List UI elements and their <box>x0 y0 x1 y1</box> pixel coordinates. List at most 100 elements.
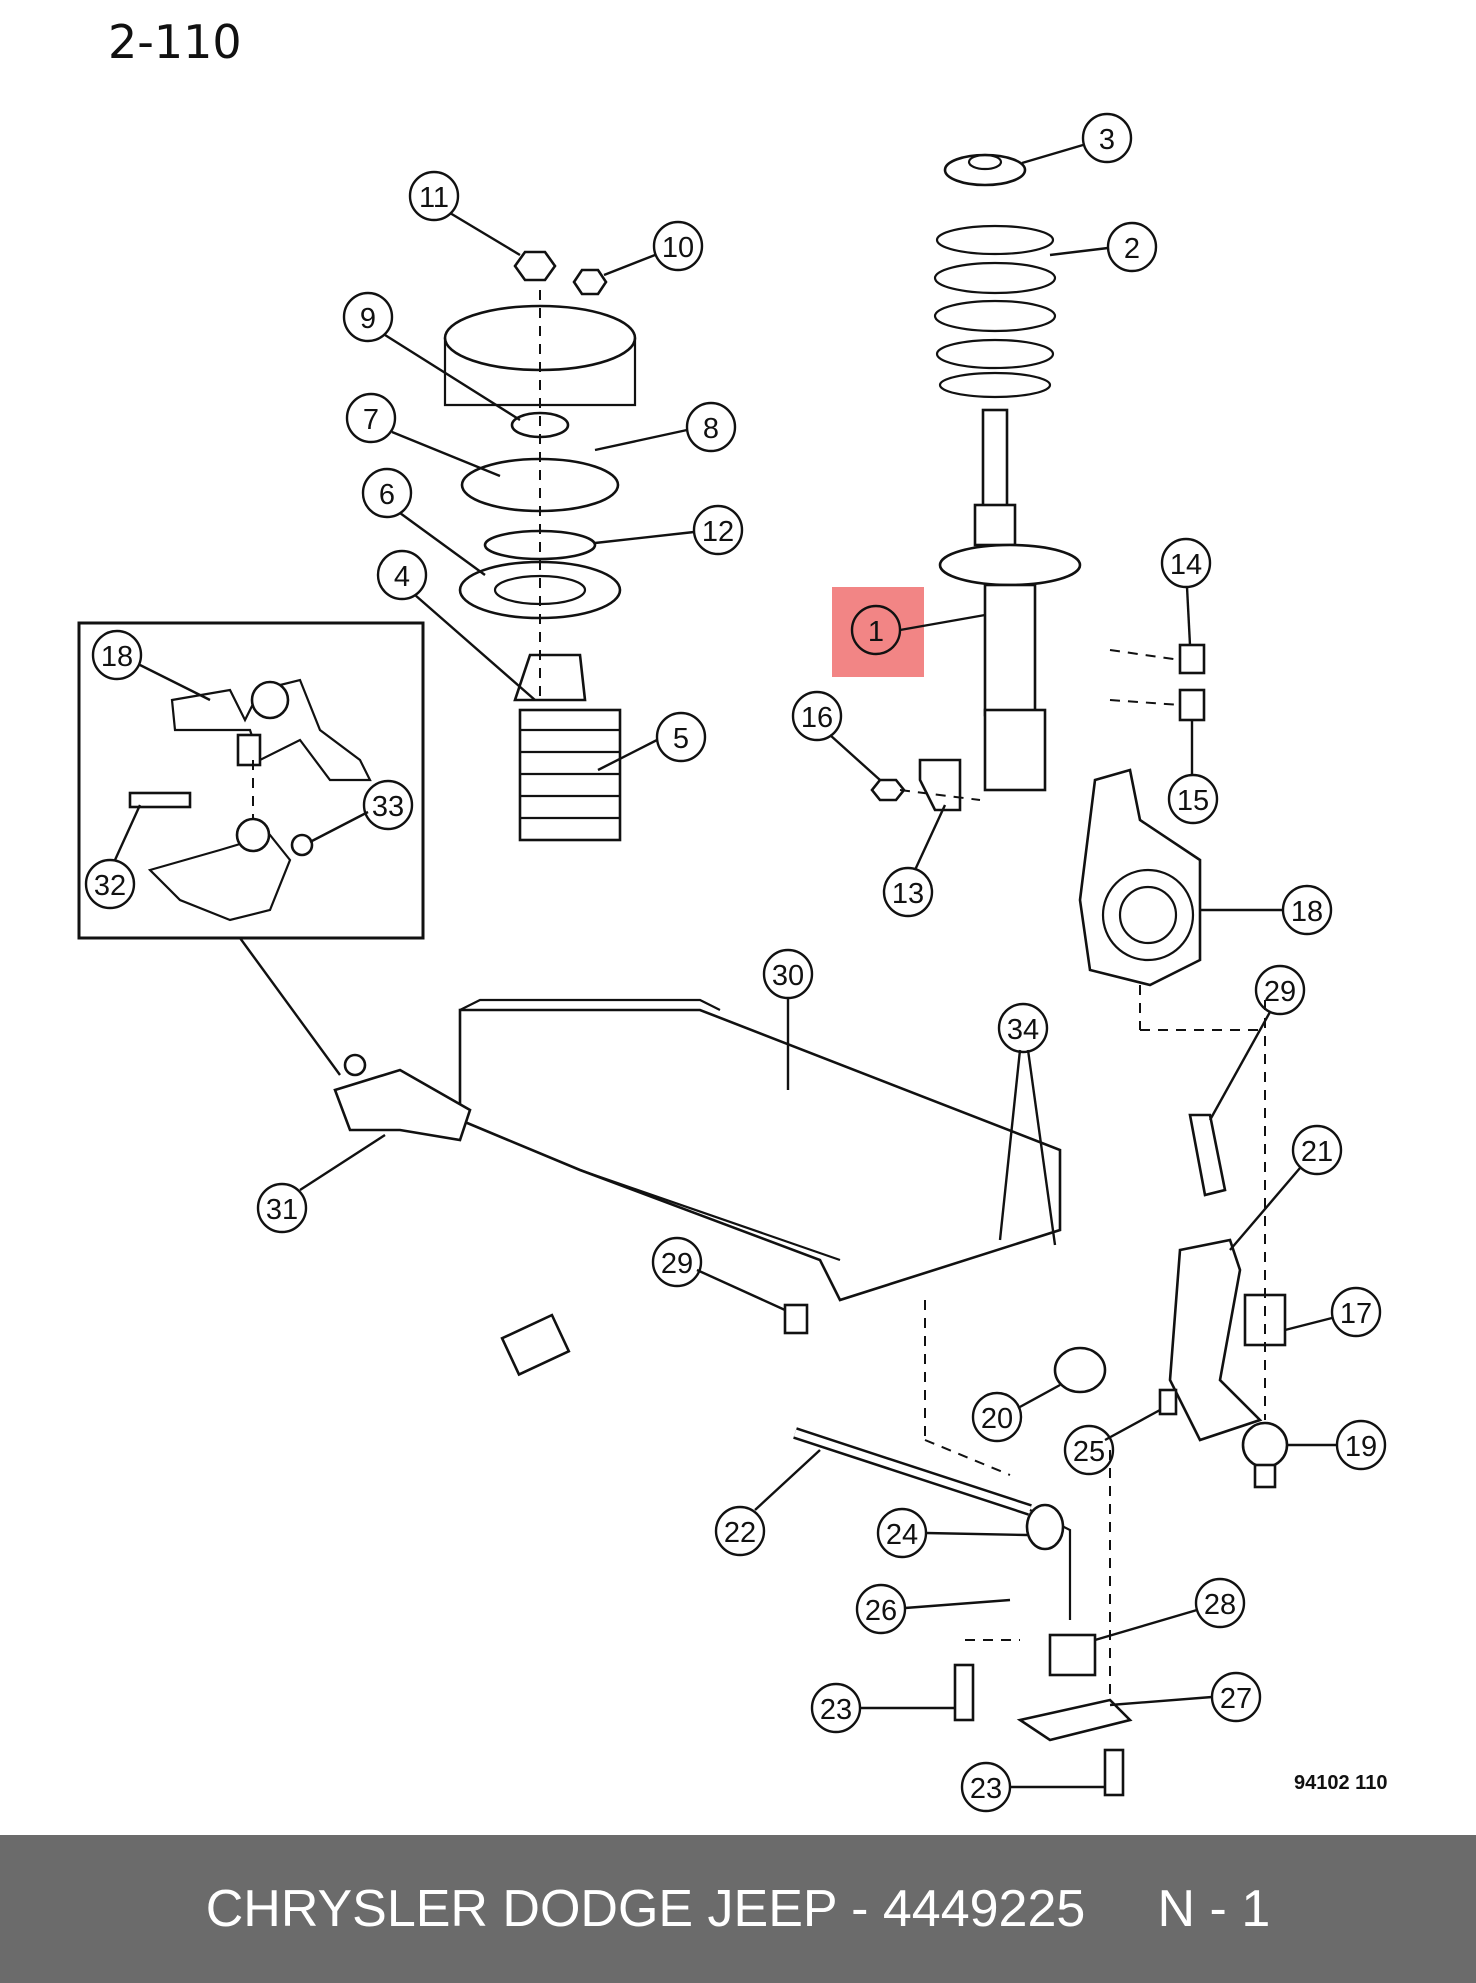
callout-34[interactable]: 34 <box>997 1002 1057 1246</box>
bolt-23-a <box>953 1663 975 1722</box>
svg-text:18: 18 <box>101 641 133 673</box>
callout-30[interactable]: 30 <box>762 948 814 1090</box>
inset-box <box>77 621 425 940</box>
callout-16[interactable]: 16 <box>791 690 881 781</box>
caption-bar: CHRYSLER DODGE JEEP - 4449225 N - 1 <box>0 1835 1476 1983</box>
callout-21[interactable]: 21 <box>1229 1124 1343 1251</box>
callout-22[interactable]: 22 <box>714 1449 821 1557</box>
svg-text:17: 17 <box>1340 1298 1372 1330</box>
svg-text:10: 10 <box>662 232 694 264</box>
callout-24[interactable]: 24 <box>876 1507 1028 1559</box>
svg-text:9: 9 <box>360 303 376 335</box>
lower-control-arm-left <box>333 1068 472 1142</box>
bushing-17 <box>1243 1293 1287 1347</box>
inset-bolt <box>128 791 192 809</box>
svg-text:21: 21 <box>1301 1136 1333 1168</box>
callout-23-a[interactable]: 23 <box>810 1682 955 1734</box>
svg-text:27: 27 <box>1220 1683 1252 1715</box>
ball-joint <box>1241 1421 1289 1469</box>
callout-17[interactable]: 17 <box>1284 1286 1382 1338</box>
svg-text:5: 5 <box>673 723 689 755</box>
bolt-15 <box>1178 688 1206 722</box>
steering-knuckle <box>1078 768 1202 987</box>
callout-18-inset[interactable]: 18 <box>91 629 211 702</box>
callout-29-a[interactable]: 29 <box>1208 964 1306 1121</box>
svg-text:22: 22 <box>724 1517 756 1549</box>
mount-bracket <box>460 457 620 513</box>
callout-11[interactable]: 11 <box>408 170 521 257</box>
callout-27[interactable]: 27 <box>1109 1671 1262 1723</box>
svg-text:4: 4 <box>394 561 410 593</box>
bolt-25 <box>1158 1388 1178 1416</box>
svg-text:1: 1 <box>868 616 884 648</box>
clip-29-b <box>783 1303 809 1335</box>
svg-text:7: 7 <box>363 404 379 436</box>
callout-23-b[interactable]: 23 <box>960 1761 1105 1813</box>
callout-7[interactable]: 7 <box>345 392 501 478</box>
bushing-28 <box>1048 1633 1097 1677</box>
svg-text:29: 29 <box>1264 976 1296 1008</box>
svg-text:20: 20 <box>981 1403 1013 1435</box>
svg-text:31: 31 <box>266 1194 298 1226</box>
inset-control-arm <box>147 833 292 922</box>
callout-31[interactable]: 31 <box>256 1133 386 1234</box>
spring-seat-cap <box>943 153 1027 187</box>
callout-9[interactable]: 9 <box>342 291 521 422</box>
callout-18[interactable]: 18 <box>1200 884 1333 936</box>
spring-seat-6 <box>458 560 622 620</box>
svg-text:16: 16 <box>801 702 833 734</box>
svg-text:19: 19 <box>1345 1431 1377 1463</box>
svg-text:6: 6 <box>379 479 395 511</box>
svg-text:3: 3 <box>1099 124 1115 156</box>
bolt-14 <box>1178 643 1206 675</box>
small-bracket <box>500 1313 571 1377</box>
strut-assembly <box>938 408 1082 792</box>
bushing-24 <box>1025 1503 1065 1551</box>
exploded-suspension-diagram: 2-110 <box>77 15 1387 1813</box>
svg-text:13: 13 <box>892 878 924 910</box>
svg-text:2: 2 <box>1124 233 1140 265</box>
svg-text:25: 25 <box>1073 1436 1105 1468</box>
callout-5[interactable]: 5 <box>597 711 707 772</box>
dust-boot <box>513 653 622 842</box>
nut-11 <box>513 250 557 282</box>
callout-8[interactable]: 8 <box>594 401 737 453</box>
svg-text:32: 32 <box>94 870 126 902</box>
callout-12[interactable]: 12 <box>594 504 744 556</box>
svg-text:12: 12 <box>702 516 734 548</box>
coil-spring <box>933 224 1057 399</box>
callout-6[interactable]: 6 <box>361 467 486 576</box>
svg-text:18: 18 <box>1291 896 1323 928</box>
callout-32[interactable]: 32 <box>84 804 142 910</box>
bushing-20 <box>1053 1346 1107 1394</box>
highlight-box <box>832 587 924 677</box>
svg-text:30: 30 <box>772 960 804 992</box>
callout-26[interactable]: 26 <box>855 1583 1011 1635</box>
callout-19[interactable]: 19 <box>1287 1419 1387 1471</box>
svg-text:34: 34 <box>1007 1014 1039 1046</box>
callout-2[interactable]: 2 <box>1049 221 1158 273</box>
bolt-23-b <box>1103 1748 1125 1797</box>
callout-15[interactable]: 15 <box>1167 720 1219 825</box>
svg-text:26: 26 <box>865 1595 897 1627</box>
callout-28[interactable]: 28 <box>1094 1577 1246 1642</box>
callout-14[interactable]: 14 <box>1160 537 1212 646</box>
callout-4[interactable]: 4 <box>376 549 536 701</box>
callout-1[interactable]: 1 <box>850 604 986 656</box>
drawing-code: 94102 110 <box>1294 1772 1387 1794</box>
svg-text:14: 14 <box>1170 549 1202 581</box>
callout-13[interactable]: 13 <box>882 804 947 918</box>
svg-text:33: 33 <box>372 791 404 823</box>
callout-10[interactable]: 10 <box>603 220 704 277</box>
callout-29-b[interactable]: 29 <box>651 1236 786 1312</box>
nut-16 <box>870 778 906 802</box>
svg-text:24: 24 <box>886 1519 918 1551</box>
callout-25[interactable]: 25 <box>1063 1408 1161 1476</box>
callout-33[interactable]: 33 <box>309 779 414 844</box>
svg-text:29: 29 <box>661 1248 693 1280</box>
callout-3[interactable]: 3 <box>1021 112 1133 165</box>
callout-20[interactable]: 20 <box>971 1383 1061 1443</box>
crossmember <box>458 998 1062 1302</box>
bracket-27 <box>1016 1698 1133 1742</box>
strut-bracket <box>918 758 962 812</box>
